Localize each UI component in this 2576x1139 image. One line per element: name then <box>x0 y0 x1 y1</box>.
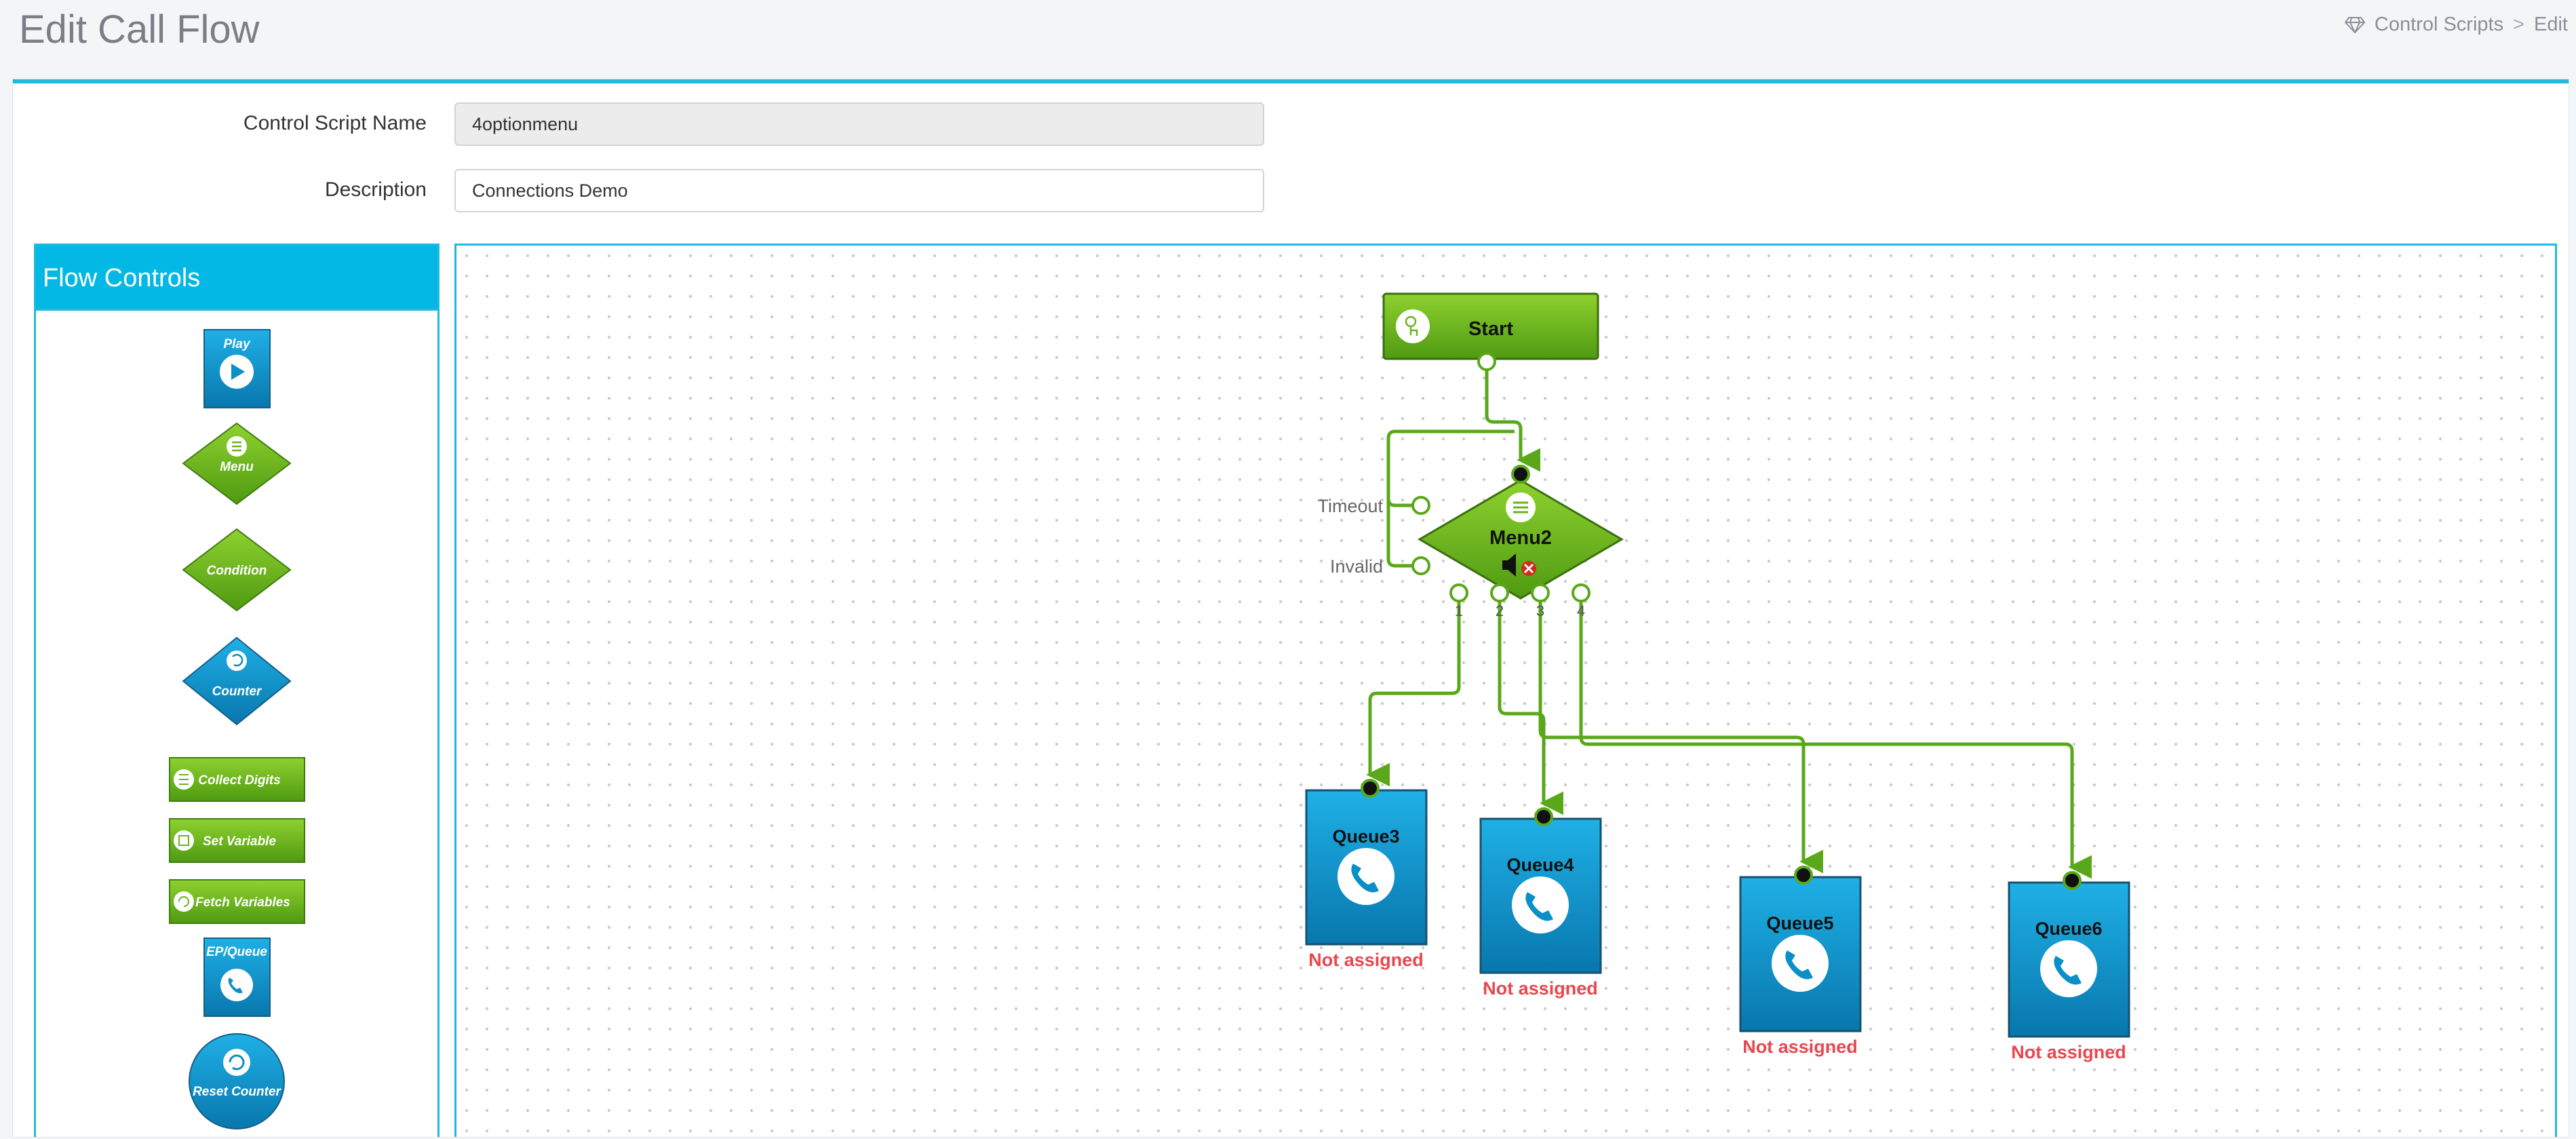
queue6-label: Queue6 <box>2035 919 2102 939</box>
palette-menu[interactable]: Menu <box>182 422 292 505</box>
error-icon <box>1521 561 1536 576</box>
palette-counter[interactable]: Counter <box>182 636 292 726</box>
connector-timeout[interactable] <box>1386 429 1515 507</box>
invalid-port[interactable] <box>1411 556 1430 575</box>
menu-label: Menu2 <box>1489 527 1552 549</box>
option-4-port[interactable] <box>1572 583 1591 602</box>
phone-icon <box>1512 876 1569 933</box>
play-icon <box>220 355 254 389</box>
palette-ep-queue[interactable]: EP/Queue <box>203 938 271 1017</box>
svg-text:Set Variable: Set Variable <box>203 834 277 849</box>
svg-text:EP/Queue: EP/Queue <box>206 945 267 959</box>
queue6-input-port[interactable] <box>2063 871 2082 890</box>
queue5-status: Not assigned <box>1742 1037 1858 1057</box>
description-field[interactable] <box>454 169 1264 212</box>
palette-collect-digits[interactable]: Collect Digits <box>169 757 305 802</box>
option-3-label: 3 <box>1536 602 1544 619</box>
phone-icon <box>2040 940 2097 997</box>
flow-controls-title: Flow Controls <box>36 246 437 311</box>
option-2-label: 2 <box>1496 602 1504 619</box>
palette-reset-counter[interactable]: Reset Counter <box>189 1033 285 1130</box>
connector-2-queue4[interactable] <box>1498 600 1564 815</box>
phone-icon <box>1772 935 1829 992</box>
page-title: Edit Call Flow <box>19 7 260 52</box>
palette-fetch-variables[interactable]: Fetch Variables <box>169 879 305 924</box>
palette-play[interactable]: Play <box>203 329 271 408</box>
queue3-input-port[interactable] <box>1361 779 1380 798</box>
flow-controls-panel: Flow Controls Play <box>34 244 440 1137</box>
speaker-icon <box>1502 554 1516 577</box>
connector-start-menu[interactable] <box>1485 368 1541 472</box>
touch-icon <box>1396 309 1430 343</box>
description-label: Description <box>324 178 427 201</box>
queue3-status: Not assigned <box>1308 950 1424 970</box>
svg-text:Fetch Variables: Fetch Variables <box>195 895 290 910</box>
svg-text:Counter: Counter <box>212 684 262 699</box>
option-1-port[interactable] <box>1449 583 1468 602</box>
queue3-label: Queue3 <box>1332 826 1399 847</box>
connector-3-queue5[interactable] <box>1538 600 1824 874</box>
breadcrumb-control-scripts-link[interactable]: Control Scripts <box>2374 14 2504 35</box>
control-script-name-label: Control Script Name <box>243 112 427 134</box>
breadcrumb-current: Edit <box>2534 14 2568 35</box>
svg-text:Menu: Menu <box>220 460 254 474</box>
start-output-port[interactable] <box>1477 352 1496 371</box>
flow-controls-palette: Play Menu Condition <box>169 329 305 1130</box>
queue3-node[interactable]: Queue3 Not assigned <box>1305 779 1428 970</box>
fetch-icon <box>174 891 194 912</box>
variable-icon <box>174 830 194 851</box>
connector-invalid[interactable] <box>1386 499 1414 568</box>
reset-icon <box>223 1049 250 1076</box>
svg-text:Reset Counter: Reset Counter <box>193 1085 281 1099</box>
option-3-port[interactable] <box>1531 583 1550 602</box>
edit-panel: Control Script Name Description Flow Con… <box>13 79 2569 1137</box>
diamond-icon <box>2344 16 2365 33</box>
start-node[interactable]: Start <box>1382 292 1599 371</box>
connectors <box>1366 368 2092 879</box>
phone-icon <box>220 969 253 1001</box>
svg-text:Play: Play <box>223 337 251 351</box>
menu-node[interactable]: Menu2 Timeout Invalid 1 2 3 4 <box>1317 465 1624 619</box>
option-1-label: 1 <box>1455 602 1463 619</box>
queue4-node[interactable]: Queue4 Not assigned <box>1479 807 1602 999</box>
queue6-status: Not assigned <box>2011 1042 2126 1062</box>
connector-1-queue3[interactable] <box>1366 600 1461 787</box>
menu-icon <box>1506 493 1536 522</box>
queue6-node[interactable]: Queue6 Not assigned <box>2008 871 2130 1062</box>
palette-set-variable[interactable]: Set Variable <box>169 818 305 863</box>
queue4-input-port[interactable] <box>1534 807 1553 826</box>
connector-4-queue6[interactable] <box>1579 600 2092 879</box>
control-script-name-row: Control Script Name <box>13 102 1288 149</box>
queue5-label: Queue5 <box>1766 913 1833 933</box>
queue4-status: Not assigned <box>1483 978 1598 999</box>
queue4-label: Queue4 <box>1506 855 1574 875</box>
counter-icon <box>227 651 247 671</box>
invalid-label: Invalid <box>1330 556 1383 577</box>
control-script-name-field[interactable] <box>454 102 1264 146</box>
option-2-port[interactable] <box>1490 583 1509 602</box>
menu-icon <box>227 436 247 457</box>
option-4-label: 4 <box>1577 602 1585 619</box>
timeout-port[interactable] <box>1411 496 1430 515</box>
flow-canvas[interactable]: Start Menu2 Timeout <box>454 244 2557 1137</box>
svg-text:Collect Digits: Collect Digits <box>198 773 280 788</box>
breadcrumb-separator: > <box>2513 14 2525 35</box>
breadcrumb: Control Scripts > Edit <box>2344 14 2568 36</box>
svg-text:Condition: Condition <box>207 564 267 578</box>
timeout-label: Timeout <box>1317 496 1383 516</box>
start-label: Start <box>1468 318 1513 340</box>
description-row: Description <box>13 169 1288 215</box>
phone-icon <box>1338 848 1394 905</box>
palette-condition[interactable]: Condition <box>182 528 292 612</box>
keypad-icon <box>174 769 194 790</box>
menu-input-port[interactable] <box>1511 465 1530 484</box>
queue5-input-port[interactable] <box>1794 866 1813 885</box>
flow-diagram: Start Menu2 Timeout <box>1305 292 2130 1062</box>
queue5-node[interactable]: Queue5 Not assigned <box>1739 866 1862 1057</box>
